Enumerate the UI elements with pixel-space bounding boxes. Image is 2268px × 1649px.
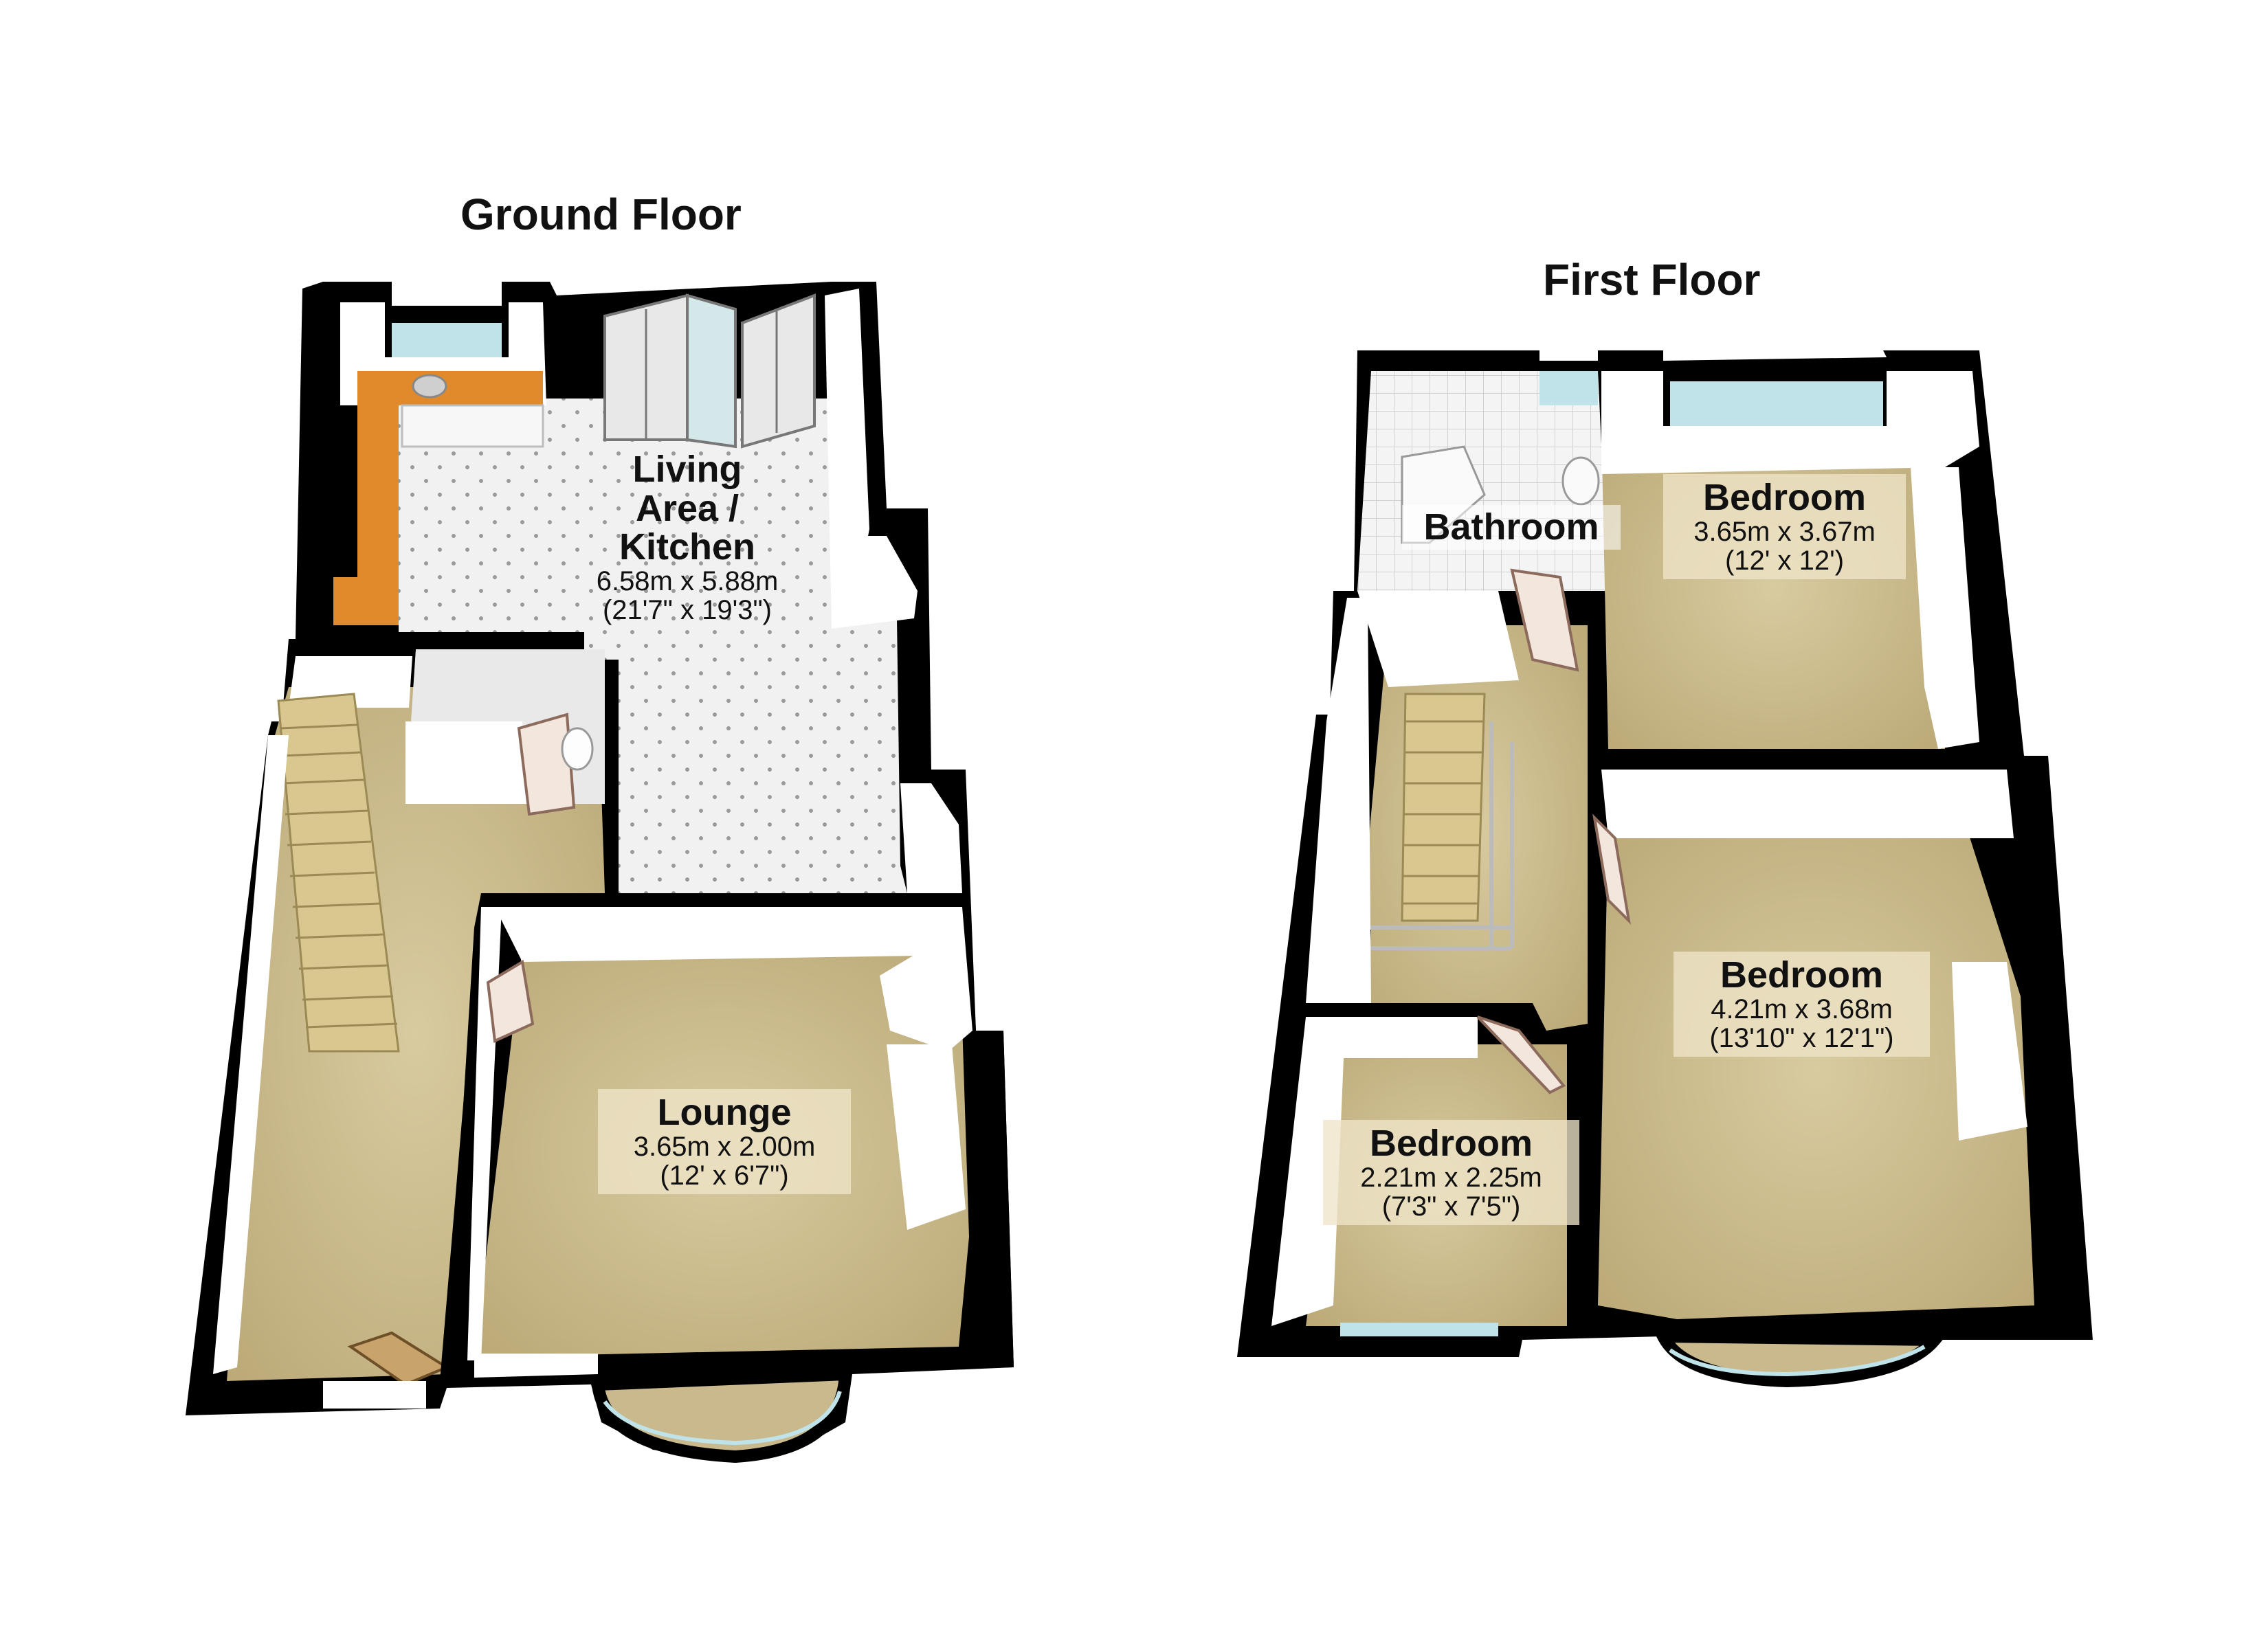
bedroom1-dims: 3.65m x 3.67m [1693,516,1876,547]
kitchen-sink-icon [412,374,447,399]
landing-wall-face [1357,591,1519,687]
living-kitchen-label: Living Area / Kitchen 6.58m x 5.88m (21'… [574,450,801,625]
bedroom2-door [1592,814,1631,925]
ground-stairs [277,693,400,1053]
basin-icon [1561,456,1600,506]
lounge-front-wall-face [474,1354,598,1378]
lounge-back-wall-face [495,907,962,962]
bedroom1-label: Bedroom 3.65m x 3.67m (12' x 12') [1663,474,1906,579]
bedroom3-door [1476,1016,1566,1095]
bedroom3-window [1340,1323,1498,1336]
living-kitchen-dims: 6.58m x 5.88m [596,566,779,597]
bedroom2-dims: 4.21m x 3.68m [1711,994,1893,1024]
bedroom3-name: Bedroom [1369,1123,1533,1164]
bedroom3-back-wall-face [1271,1017,1478,1326]
lounge-label: Lounge 3.65m x 2.00m (12' x 6'7") [598,1089,851,1194]
lounge-dims-imperial: (12' x 6'7") [660,1160,789,1191]
living-kitchen-name-line3: Kitchen [619,526,756,568]
kitchen-units [401,404,544,448]
bedroom1-dims-imperial: (12' x 12') [1724,545,1845,576]
wc-toilet-icon [561,727,594,771]
living-kitchen-dims-imperial: (21'7" x 19'3") [602,595,772,626]
first-floor-title: First Floor [1543,255,1761,304]
living-kitchen-name-line1: Living [632,449,742,490]
first-left-wall-face [1306,598,1371,1003]
bathroom-name: Bathroom [1423,506,1599,548]
bedroom3-label: Bedroom 2.21m x 2.25m (7'3" x 7'5") [1323,1120,1579,1225]
lounge-dims: 3.65m x 2.00m [633,1131,816,1162]
living-chimney-breast [832,536,918,629]
bedroom1-name: Bedroom [1702,477,1866,518]
bedroom1-right-wall-face [1911,467,1979,749]
first-stairs [1368,693,1514,950]
lounge-door [486,959,535,1043]
bedroom3-dims: 2.21m x 2.25m [1360,1162,1542,1193]
kitchen-worktop [333,371,543,625]
wc-door [517,713,576,816]
ground-floor-title: Ground Floor [460,190,742,239]
living-kitchen-name-line2: Area / [635,487,740,529]
bedroom3-dims-imperial: (7'3" x 7'5") [1381,1191,1521,1222]
stair-banister [1368,721,1514,950]
bathroom-window [1539,371,1598,405]
bathroom-label: Bathroom [1402,505,1621,550]
living-lower-right-wall [900,783,962,893]
wc-wall-face [405,721,529,804]
bedroom2-floor [1598,824,2034,1319]
lounge-name: Lounge [657,1092,792,1133]
kitchen-window [392,323,502,357]
hall-left-wall-face [213,735,289,1374]
bedroom2-label: Bedroom 4.21m x 3.68m (13'10" x 12'1") [1674,952,1930,1057]
stair-cupboard-face [289,656,412,708]
bedroom2-chimney-face [1952,962,2027,1141]
bedroom2-back-wall-face [1601,770,2014,838]
bedroom1-window [1670,381,1883,426]
bedroom2-name: Bedroom [1720,954,1883,996]
bedroom1-back-wall-face [1601,371,1979,474]
lounge-chimney-face [887,1044,966,1230]
front-step [323,1381,426,1409]
living-kitchen-floor [399,399,907,900]
bedroom2-dims-imperial: (13'10" x 12'1") [1709,1022,1894,1053]
bifold-doors [603,293,816,449]
bedroom1-door [1510,568,1579,672]
lounge-right-wall-face [880,907,972,1051]
